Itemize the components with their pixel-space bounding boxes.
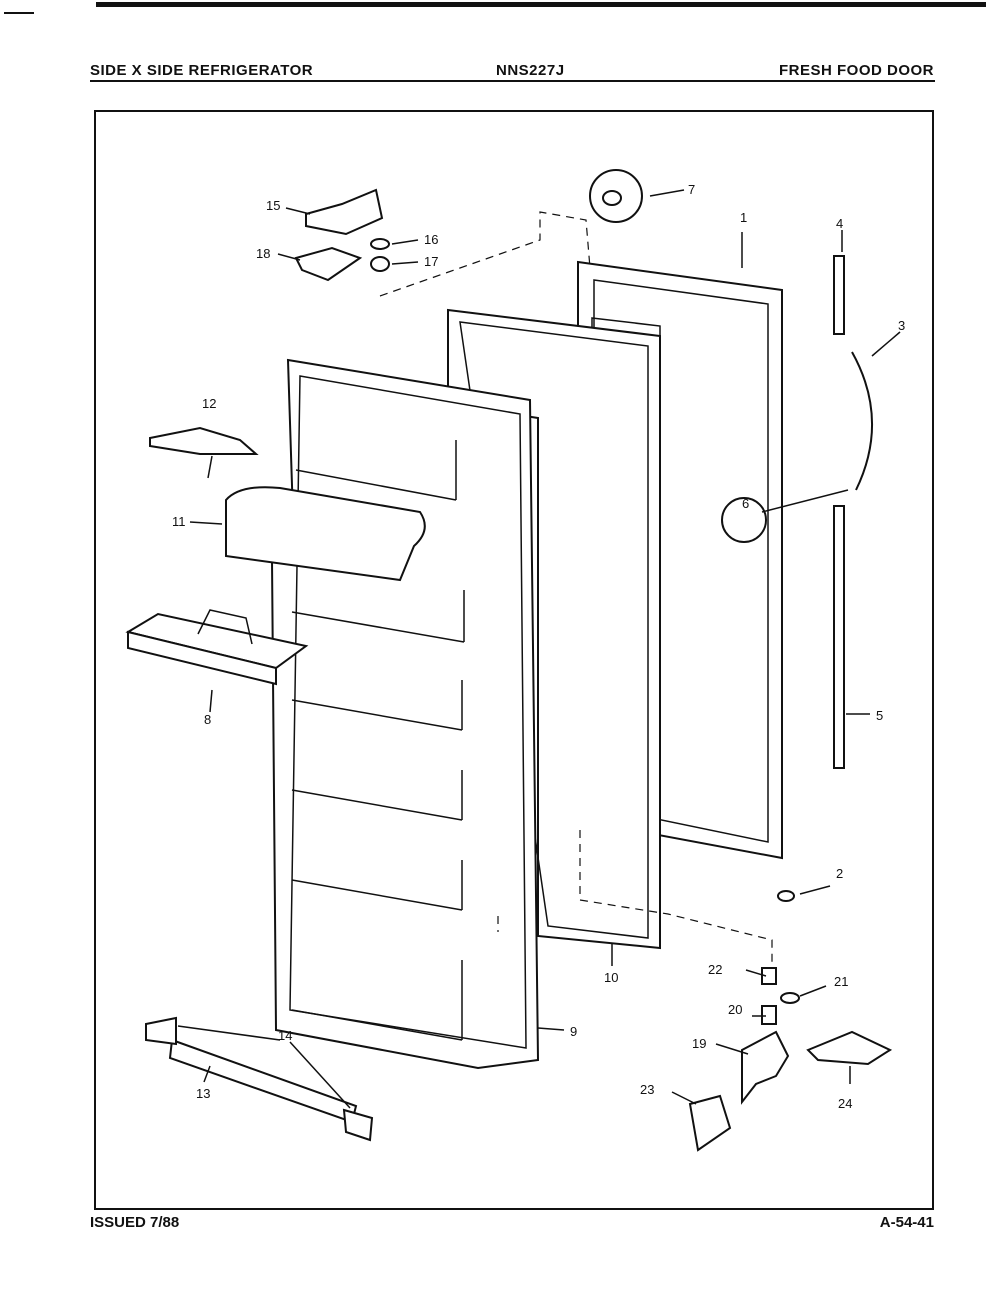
page-code: A-54-41	[879, 1214, 934, 1231]
callout-leaders	[177, 189, 901, 1109]
header-product: SIDE X SIDE REFRIGERATOR	[90, 62, 314, 79]
door-handle	[721, 255, 874, 769]
top-hinge-assembly	[294, 188, 390, 282]
callout-20: 20	[728, 1002, 742, 1017]
callout-21: 21	[834, 974, 848, 989]
egg-tray	[125, 609, 309, 686]
dairy-compartment-door	[225, 486, 426, 582]
callout-17: 17	[424, 254, 438, 269]
callout-5: 5	[876, 708, 883, 723]
callout-18: 18	[256, 246, 270, 261]
callout-1: 1	[740, 210, 747, 225]
diagram-frame	[94, 110, 934, 1210]
callout-11: 11	[172, 514, 186, 529]
callout-8: 8	[204, 712, 211, 727]
hinge-pin	[589, 169, 643, 223]
top-rule	[96, 2, 986, 7]
callout-3: 3	[898, 318, 905, 333]
callout-15: 15	[266, 198, 280, 213]
bottom-trim	[145, 1016, 374, 1142]
callout-9: 9	[570, 1024, 577, 1039]
callout-16: 16	[424, 232, 438, 247]
callout-24: 24	[838, 1096, 852, 1111]
header-model: NNS227J	[496, 62, 565, 79]
assembly-leader-top	[379, 211, 591, 297]
header-section: FRESH FOOD DOOR	[778, 62, 934, 79]
callout-23: 23	[640, 1082, 654, 1097]
door-liner	[270, 358, 540, 1070]
header-rule	[90, 80, 935, 82]
bottom-hinge-assembly	[688, 967, 893, 1152]
callout-7: 7	[688, 182, 695, 197]
callout-14: 14	[278, 1028, 292, 1043]
callout-4: 4	[836, 216, 843, 231]
plug-button	[777, 890, 795, 902]
butter-door	[149, 426, 259, 455]
callout-22: 22	[708, 962, 722, 977]
corner-mark	[4, 12, 34, 14]
callout-6: 6	[742, 496, 749, 511]
callout-12: 12	[202, 396, 216, 411]
callout-13: 13	[196, 1086, 210, 1101]
callout-2: 2	[836, 866, 843, 881]
callout-19: 19	[692, 1036, 706, 1051]
assembly-leader-bottom	[579, 830, 773, 962]
issue-date: ISSUED 7/88	[90, 1214, 180, 1231]
callout-10: 10	[604, 970, 618, 985]
